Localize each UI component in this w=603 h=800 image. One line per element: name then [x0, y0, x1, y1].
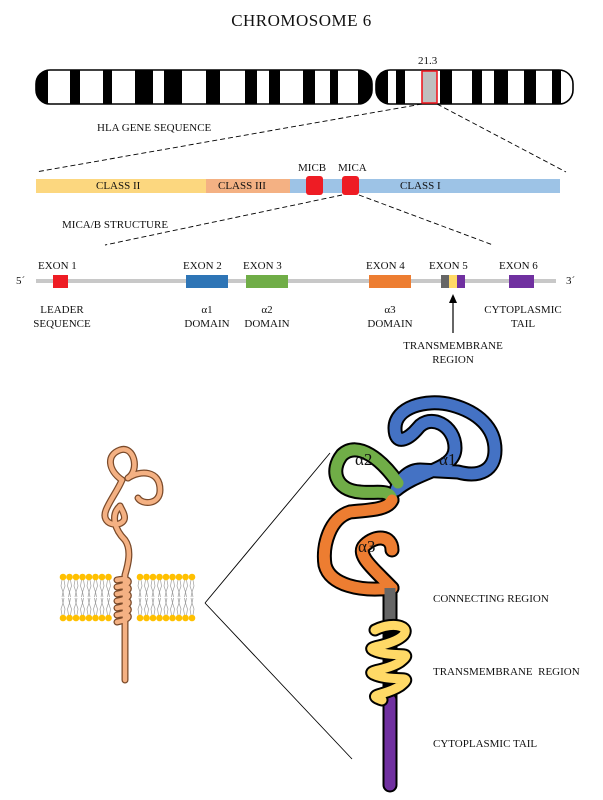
alpha1-domain-label: α1 [439, 450, 457, 469]
exon-1-block [53, 275, 68, 288]
connecting-region-label: CONNECTING REGION [433, 593, 549, 605]
band-21-3-highlight [421, 70, 438, 104]
hla-gene-bar [36, 176, 560, 195]
exon-3-label: EXON 3 [243, 260, 282, 272]
zoom-line-upper [204, 452, 331, 604]
cell-membrane [59, 573, 196, 622]
zoom-line-left [35, 103, 423, 173]
cytoplasmic-tail-label: CYTOPLASMIC TAIL [433, 738, 538, 750]
five-prime-label: 5´ [16, 275, 26, 287]
small-mica-protein [101, 445, 164, 684]
transmembrane-helix [365, 619, 413, 707]
micb-label: MICB [298, 162, 327, 174]
class-i-label: CLASS I [400, 180, 441, 192]
exon-4-block [369, 275, 411, 288]
alpha3-domain-label: α3 [358, 537, 376, 556]
exon-5-block [441, 275, 465, 288]
exon-4-label: EXON 4 [366, 260, 405, 272]
hla-sequence-label: HLA GENE SEQUENCE [97, 122, 212, 134]
mica-gene [342, 176, 359, 195]
exon-2-label: EXON 2 [183, 260, 222, 272]
three-prime-label: 3´ [566, 275, 576, 287]
alpha2-domain-label: α2 [355, 450, 373, 469]
exon-6-label: EXON 6 [499, 260, 538, 272]
zoom-line-lower [204, 602, 353, 760]
figure-title: CHROMOSOME 6 [231, 11, 372, 30]
transmembrane-region-label: TRANSMEMBRANE REGION [433, 666, 580, 678]
transmembrane-arrow [449, 294, 457, 333]
zoom-line-mica-right [358, 194, 494, 246]
chromosome-long-arm [375, 69, 574, 105]
gene-strand [36, 279, 556, 283]
exon-6-block [509, 275, 534, 288]
mica-structure-label: MICA/B STRUCTURE [62, 219, 169, 231]
band-label: 21.3 [418, 55, 438, 67]
exon-1-label: EXON 1 [38, 260, 77, 272]
class-ii-label: CLASS II [96, 180, 141, 192]
exon-5-label: EXON 5 [429, 260, 468, 272]
zoom-line-mica-left [104, 194, 343, 246]
micb-gene [306, 176, 323, 195]
exon-3-block [246, 275, 288, 288]
chromosome-short-arm [35, 69, 373, 105]
zoom-line-right [436, 103, 567, 173]
exon-2-block [186, 275, 228, 288]
class-iii-label: CLASS III [218, 180, 266, 192]
mica-label: MICA [338, 162, 367, 174]
